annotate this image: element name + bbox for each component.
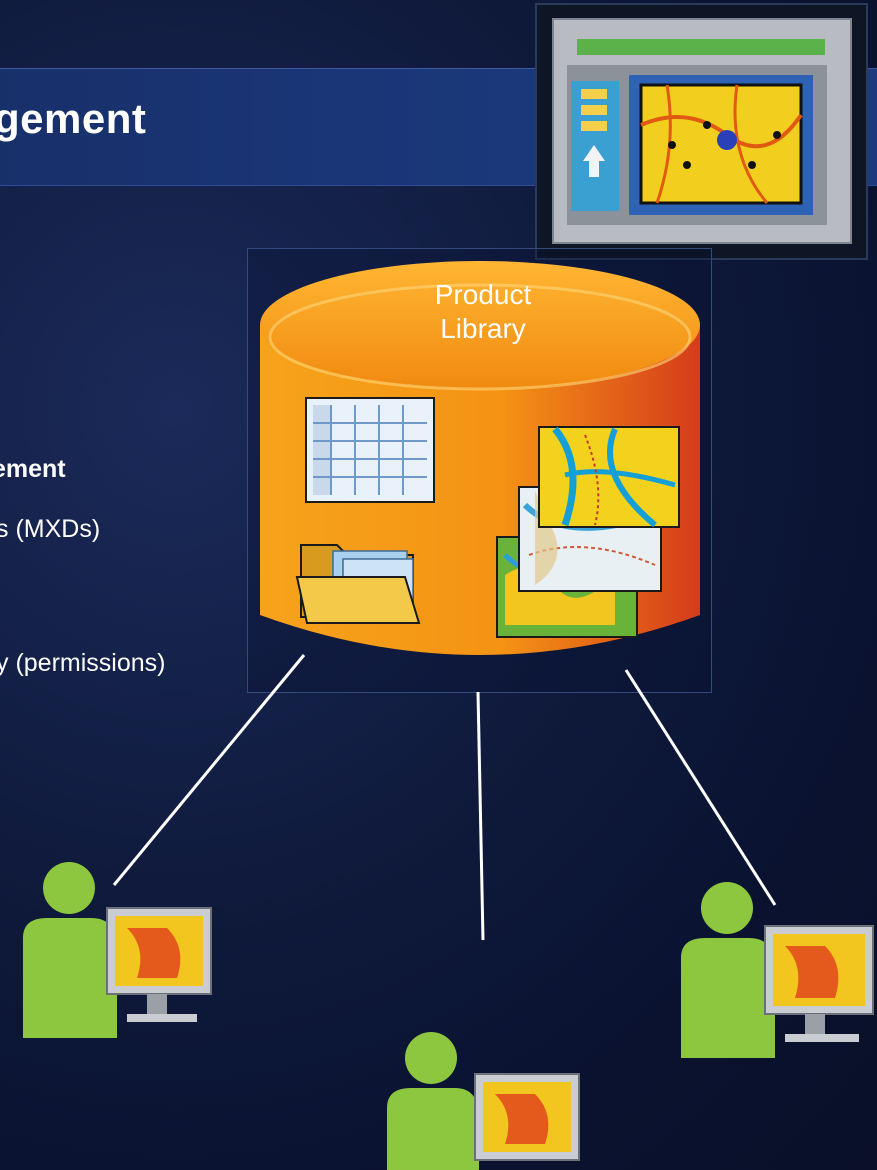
connector-line [112, 654, 306, 886]
database-label: Product Library [398, 278, 568, 346]
connector-line [476, 691, 485, 941]
map-application-illustration [535, 3, 868, 260]
database-label-line2: Library [440, 313, 526, 344]
bullet-item: ement [0, 455, 66, 483]
slide-title: gement [0, 95, 147, 142]
table-icon [305, 397, 435, 503]
connector-line [624, 669, 777, 906]
maps-icon [496, 426, 680, 638]
bullet-item: y (permissions) [0, 649, 166, 677]
folder-icon [295, 544, 421, 624]
database-label-line1: Product [434, 279, 532, 310]
user-workstation-icon [23, 862, 212, 1038]
user-workstation-icon [387, 1032, 580, 1170]
bullet-item: s (MXDs) [0, 515, 101, 543]
user-workstation-icon [681, 882, 874, 1058]
